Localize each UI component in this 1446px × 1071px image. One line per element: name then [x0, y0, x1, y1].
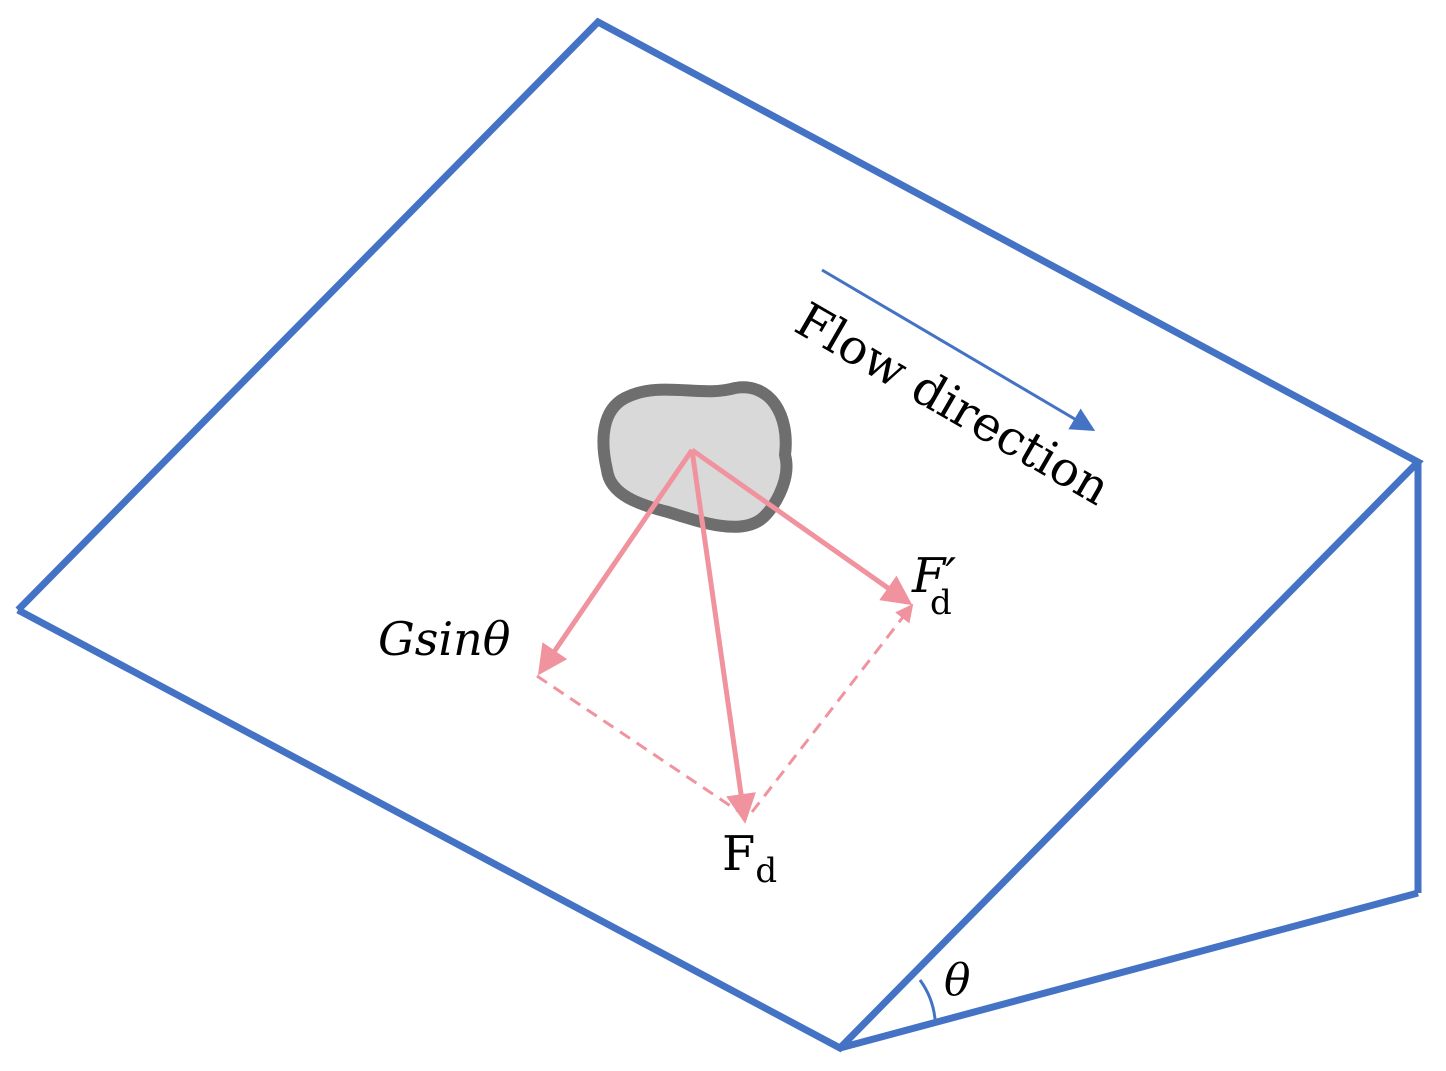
fd-label-main: F: [722, 826, 755, 882]
gsin-theta-arrow: [537, 448, 695, 676]
force-vectors: [536, 447, 914, 824]
dashed-line-right: [750, 603, 914, 813]
fd-prime-label-sub-text: d: [930, 583, 952, 623]
slope-base-edge: [839, 889, 1419, 1052]
dashed-line-lower: [536, 674, 745, 817]
flow-direction-label: Flow direction: [786, 292, 1119, 517]
fd-prime-arrow: [690, 447, 913, 606]
fd-label: Fd: [722, 826, 777, 891]
slope-top-face: [15, 17, 1424, 1053]
inclined-plane: [15, 17, 1424, 1053]
fd-prime-label: F′: [911, 548, 956, 604]
fd-label-sub: d: [755, 851, 777, 891]
fd-prime-label-main: F′: [911, 548, 956, 604]
flow-direction-arrow: [821, 268, 1096, 432]
fd-arrow: [689, 449, 756, 824]
theta-label: θ: [944, 955, 971, 1006]
gsin-theta-label: Gsinθ: [378, 612, 510, 666]
angle-arc: [918, 979, 937, 1020]
